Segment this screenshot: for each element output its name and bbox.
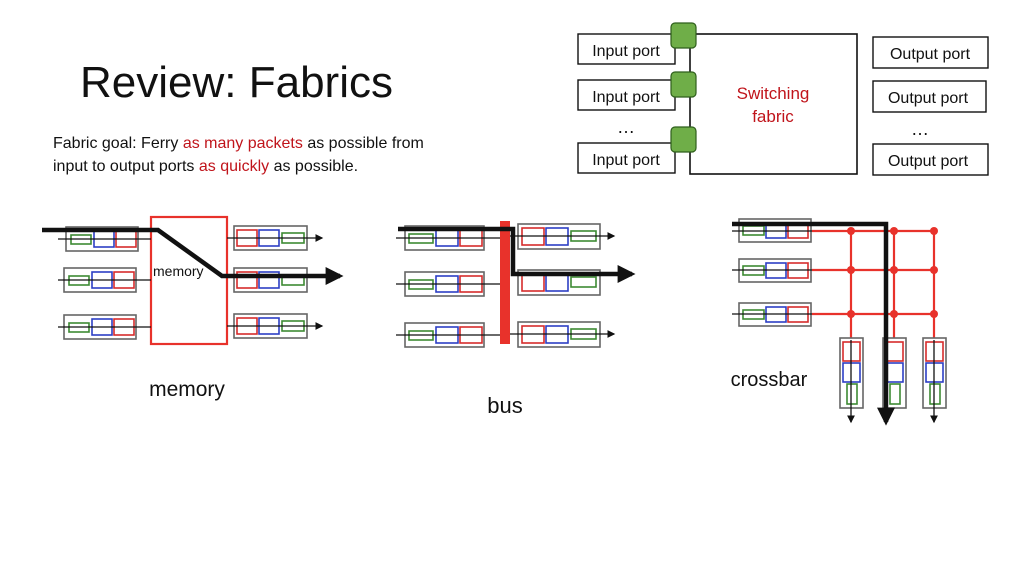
input-port-box (577, 142, 676, 174)
output-port-box (872, 143, 989, 176)
input-port-box (577, 33, 676, 65)
output-port-label: Output port (888, 90, 969, 107)
output-port-label: Output port (888, 153, 969, 170)
fabric-label-line1: Switching (737, 84, 810, 103)
port-connector (670, 71, 697, 98)
input-port-box (577, 79, 676, 111)
switching-fabric-box (689, 33, 858, 175)
memory-inner-label: memory (153, 263, 204, 279)
input-port-label: Input port (592, 152, 660, 169)
goal-text-2: as possible from (302, 135, 424, 152)
port-connector (670, 22, 697, 49)
memory-caption: memory (149, 378, 225, 401)
goal-highlight-quickly: as quickly (198, 158, 270, 175)
goal-text-1: Fabric goal: Ferry (53, 135, 183, 152)
input-port-label: Input port (592, 89, 660, 106)
goal-text-3: input to output ports (53, 158, 199, 175)
output-port-box (872, 80, 987, 113)
memory-fabric-diagram: memory (42, 215, 344, 401)
output-port-box (872, 36, 989, 69)
crossbar-switch-points (847, 227, 938, 318)
crossbar-fabric-diagram: crossbar (731, 218, 947, 426)
port-connector (670, 126, 697, 153)
output-ellipsis: … (911, 119, 929, 139)
bus-bar (500, 221, 510, 344)
bus-caption: bus (487, 393, 522, 418)
crossbar-grid (812, 229, 936, 340)
output-queue (233, 267, 308, 293)
goal-highlight-packets: as many packets (182, 135, 303, 152)
packet-path-arrow (398, 226, 636, 283)
fabric-goal-text: Fabric goal: Ferry as many packets as po… (53, 132, 424, 178)
packet-path-arrow (732, 221, 895, 426)
slide-title: Review: Fabrics (80, 58, 393, 107)
fabric-label-line2: fabric (752, 107, 794, 126)
router-overview: Switching fabric Input port Input port …… (577, 22, 989, 176)
bus-fabric-diagram: bus (396, 221, 636, 418)
packet-path-arrow (42, 227, 344, 285)
goal-text-4: as possible. (269, 158, 359, 175)
input-ellipsis: … (617, 117, 635, 137)
input-port-label: Input port (592, 43, 660, 60)
memory-box (149, 215, 229, 346)
crossbar-caption: crossbar (731, 369, 808, 391)
output-port-label: Output port (890, 46, 971, 63)
